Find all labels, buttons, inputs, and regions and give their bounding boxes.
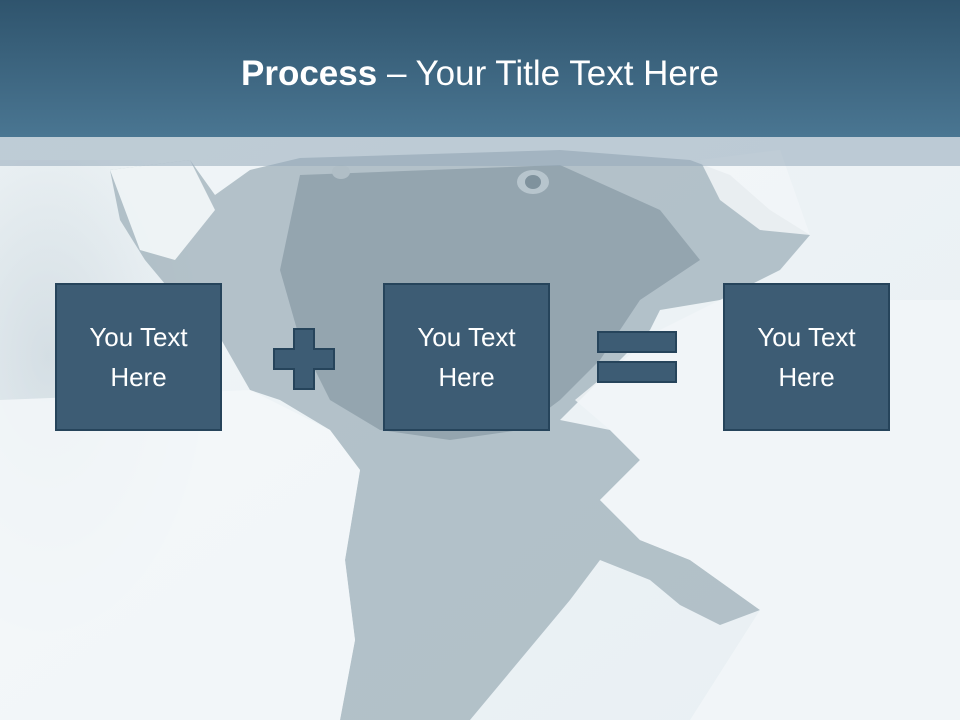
process-box-2-label: You Text Here (417, 322, 516, 392)
plus-icon (273, 328, 335, 390)
title-bar-accent-strip (0, 137, 960, 166)
process-box-3[interactable]: You Text Here (723, 283, 890, 431)
process-box-3-label: You Text Here (757, 322, 856, 392)
process-box-2[interactable]: You Text Here (383, 283, 550, 431)
process-box-1-label: You Text Here (89, 322, 188, 392)
process-box-1[interactable]: You Text Here (55, 283, 222, 431)
equals-icon (597, 331, 677, 383)
slide-title: Process – Your Title Text Here (0, 52, 960, 96)
title-bar (0, 0, 960, 137)
slide-title-bold: Process (241, 54, 378, 93)
slide-title-rest: – Your Title Text Here (377, 54, 719, 93)
